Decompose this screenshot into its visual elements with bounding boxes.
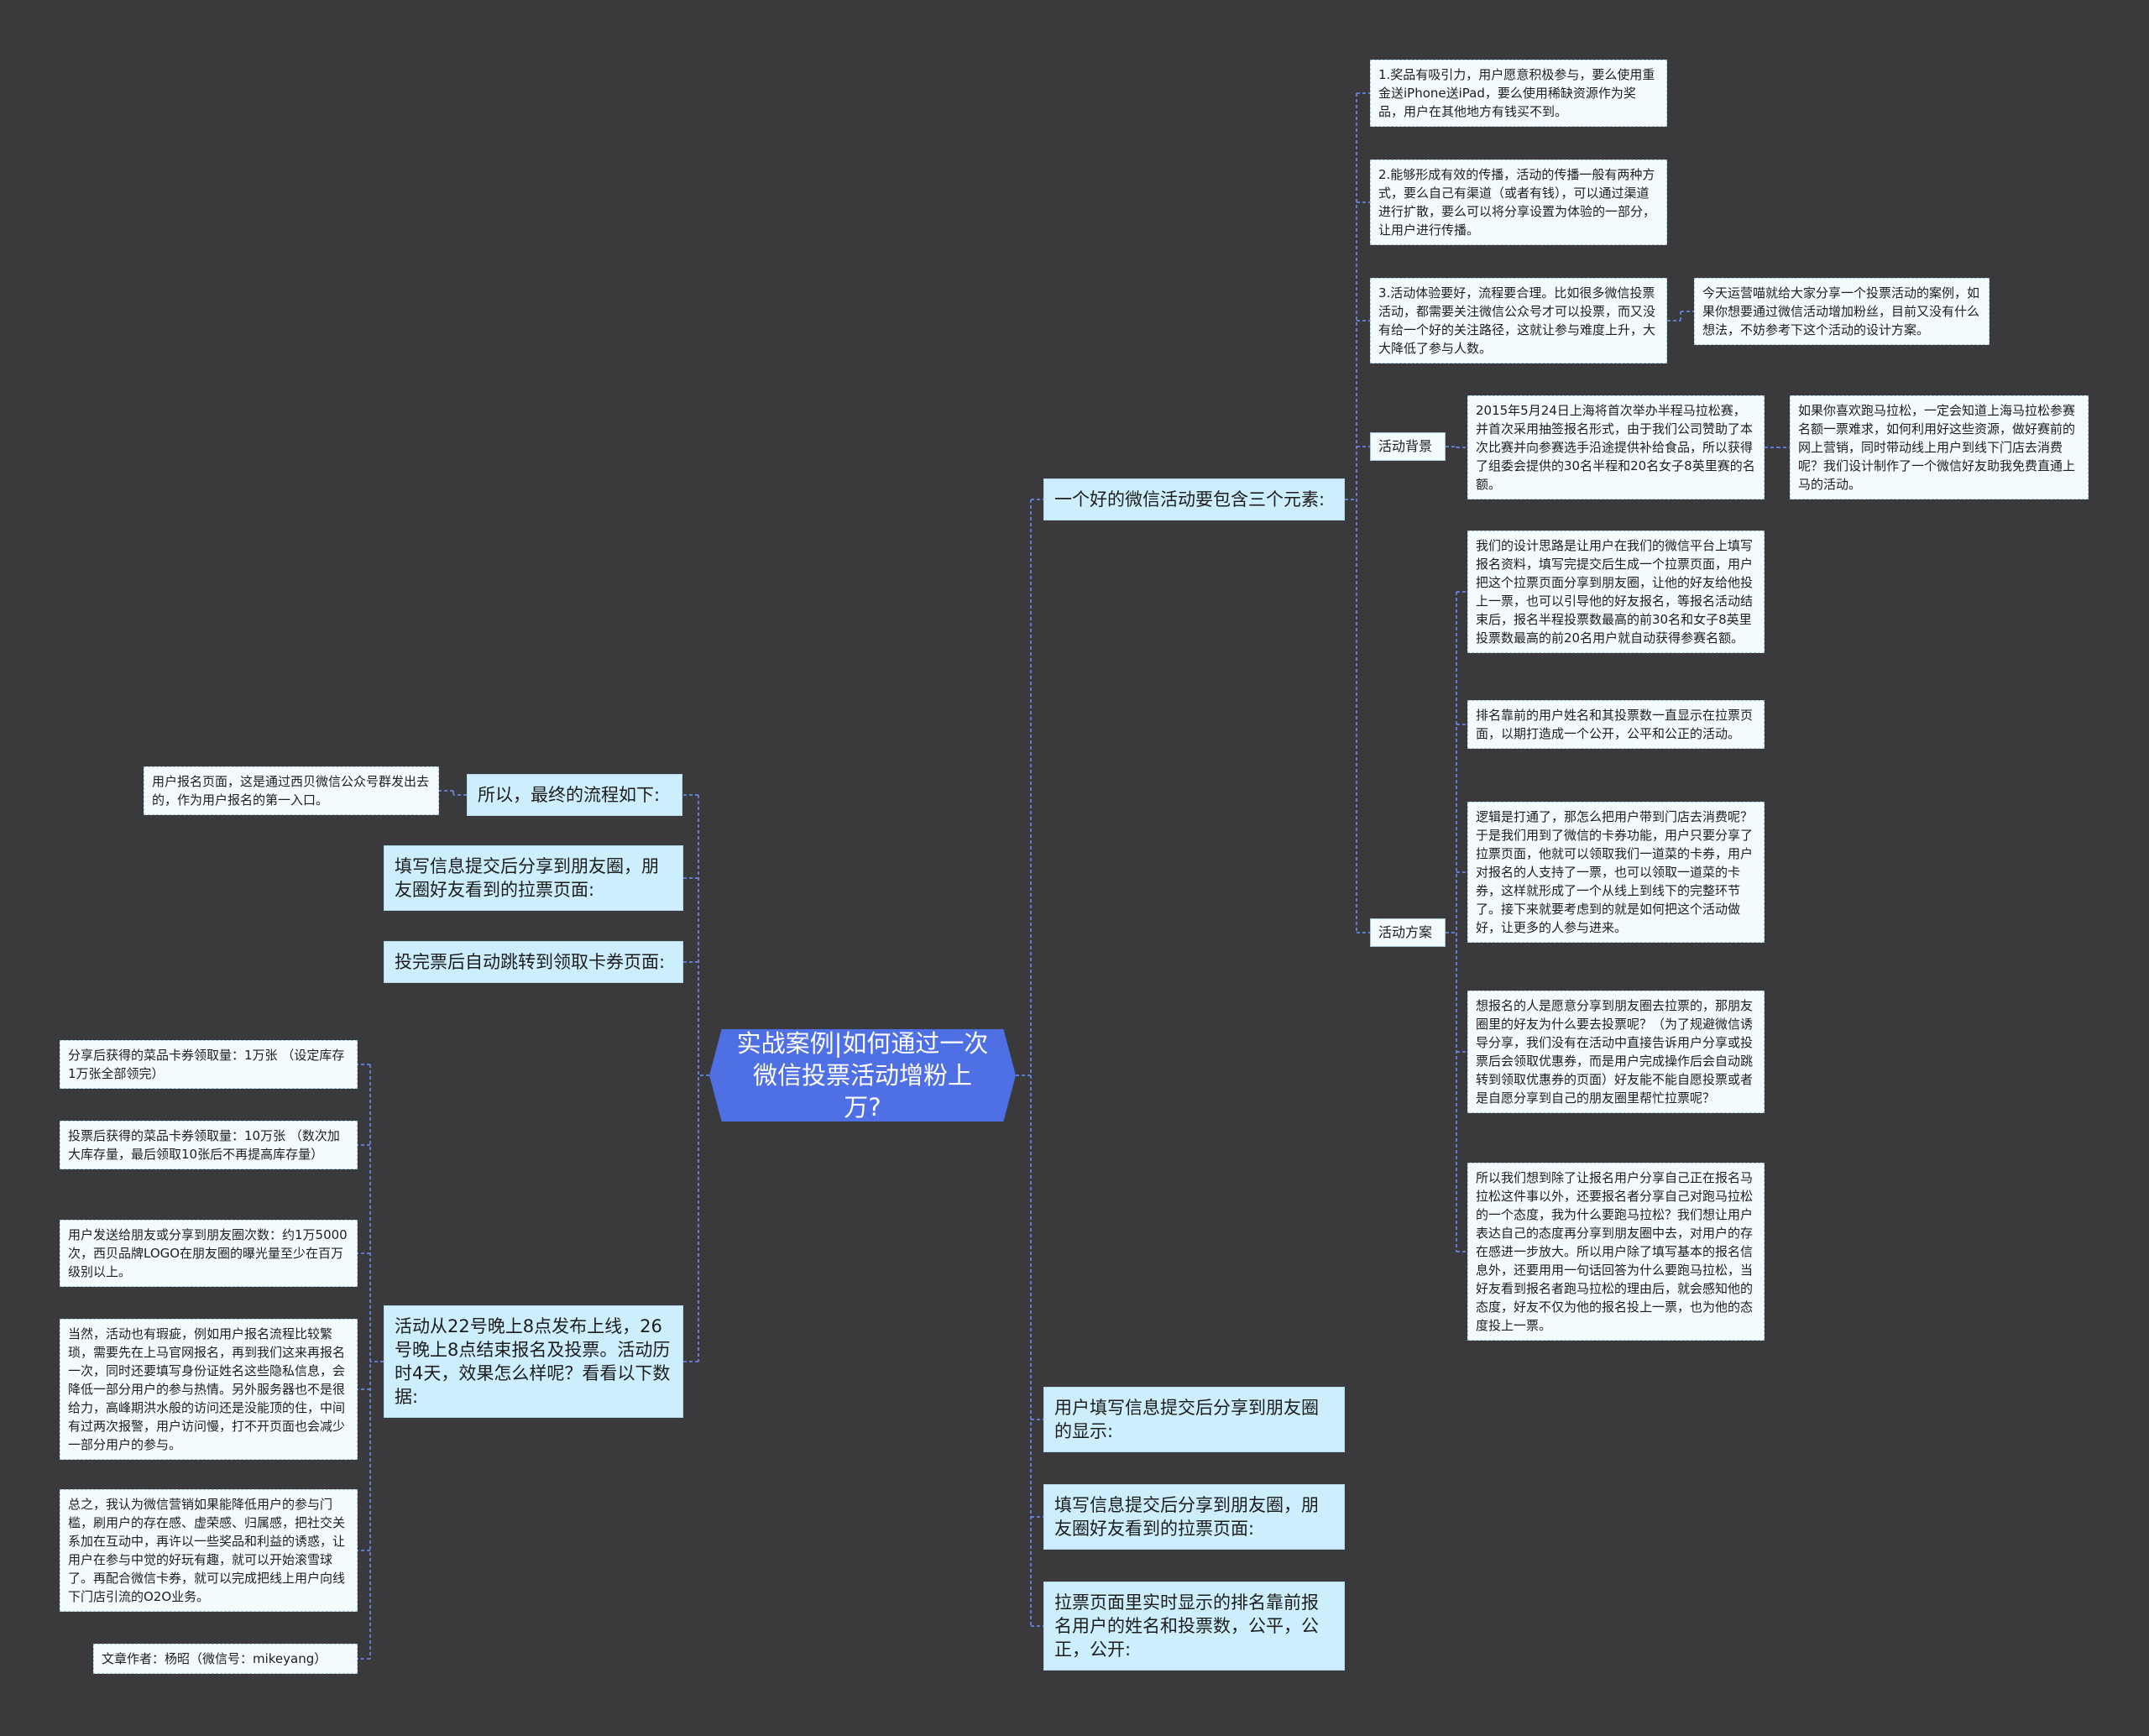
element-prize-node[interactable]: 1.奖品有吸引力，用户愿意积极参与，要么使用重金送iPhone送iPad，要么使… [1370,60,1667,127]
root-topic[interactable]: 实战案例|如何通过一次微信投票活动增粉上万? [709,1029,1016,1122]
result-summary-node[interactable]: 总之，我认为微信营销如果能降低用户的参与门槛，刷用户的存在感、虚荣感、归属感，把… [60,1489,358,1612]
topic-vote-page-left[interactable]: 填写信息提交后分享到朋友圈，朋友圈好友看到的拉票页面: [384,845,683,911]
topic-coupon-page[interactable]: 投完票后自动跳转到领取卡券页面: [384,941,683,983]
result-flaws-node[interactable]: 当然，活动也有瑕疵，例如用户报名流程比较繁琐，需要先在上马官网报名，再到我们这来… [60,1319,358,1460]
topic-results[interactable]: 活动从22号晚上8点发布上线，26号晚上8点结束报名及投票。活动历时4天，效果怎… [384,1305,683,1418]
result-author-node[interactable]: 文章作者：杨昭（微信号：mikeyang） [93,1644,358,1674]
tag-activity-background[interactable]: 活动背景 [1370,432,1446,461]
topic-share-display[interactable]: 用户填写信息提交后分享到朋友圈的显示: [1043,1387,1345,1452]
flow-signup-page-node[interactable]: 用户报名页面，这是通过西贝微信公众号群发出去的，作为用户报名的第一入口。 [144,766,439,815]
topic-activity-elements[interactable]: 一个好的微信活动要包含三个元素: [1043,478,1345,520]
background-text-node[interactable]: 2015年5月24日上海将首次举办半程马拉松赛，并首次采用抽签报名形式，由于我们… [1467,395,1765,499]
plan-coupon-node[interactable]: 逻辑是打通了，那怎么把用户带到门店去消费呢？于是我们用到了微信的卡券功能，用户只… [1467,802,1765,943]
plan-attitude-node[interactable]: 所以我们想到除了让报名用户分享自己正在报名马拉松这件事以外，还要报名者分享自己对… [1467,1163,1765,1341]
result-share-coupon-node[interactable]: 分享后获得的菜品卡券领取量：1万张 （设定库存1万张全部领完） [60,1040,358,1089]
background-sub-node[interactable]: 如果你喜欢跑马拉松，一定会知道上海马拉松参赛名额一票难求，如何利用好这些资源，做… [1790,395,2089,499]
element-spread-node[interactable]: 2.能够形成有效的传播，活动的传播一般有两种方式，要么自己有渠道（或者有钱），可… [1370,159,1667,245]
plan-share-node[interactable]: 想报名的人是愿意分享到朋友圈去拉票的，那朋友圈里的好友为什么要去投票呢？（为了规… [1467,991,1765,1113]
root-topic-label: 实战案例|如何通过一次微信投票活动增粉上万? [736,1029,989,1122]
result-share-count-node[interactable]: 用户发送给朋友或分享到朋友圈次数：约1万5000次，西贝品牌LOGO在朋友圈的曝… [60,1220,358,1287]
intro-note-node[interactable]: 今天运营喵就给大家分享一个投票活动的案例，如果你想要通过微信活动增加粉丝，目前又… [1694,278,1990,345]
topic-vote-page-right[interactable]: 填写信息提交后分享到朋友圈，朋友圈好友看到的拉票页面: [1043,1484,1345,1550]
result-vote-coupon-node[interactable]: 投票后获得的菜品卡券领取量：10万张 （数次加大库存量，最后领取10张后不再提高… [60,1121,358,1169]
topic-ranking[interactable]: 拉票页面里实时显示的排名靠前报名用户的姓名和投票数，公平，公正，公开: [1043,1582,1345,1671]
element-experience-node[interactable]: 3.活动体验要好，流程要合理。比如很多微信投票活动，都需要关注微信公众号才可以投… [1370,278,1667,363]
plan-design-node[interactable]: 我们的设计思路是让用户在我们的微信平台上填写报名资料，填写完提交后生成一个拉票页… [1467,531,1765,653]
plan-ranking-node[interactable]: 排名靠前的用户姓名和其投票数一直显示在拉票页面，以期打造成一个公开，公平和公正的… [1467,700,1765,749]
topic-final-flow[interactable]: 所以，最终的流程如下: [467,774,682,816]
tag-activity-plan[interactable]: 活动方案 [1370,918,1446,947]
